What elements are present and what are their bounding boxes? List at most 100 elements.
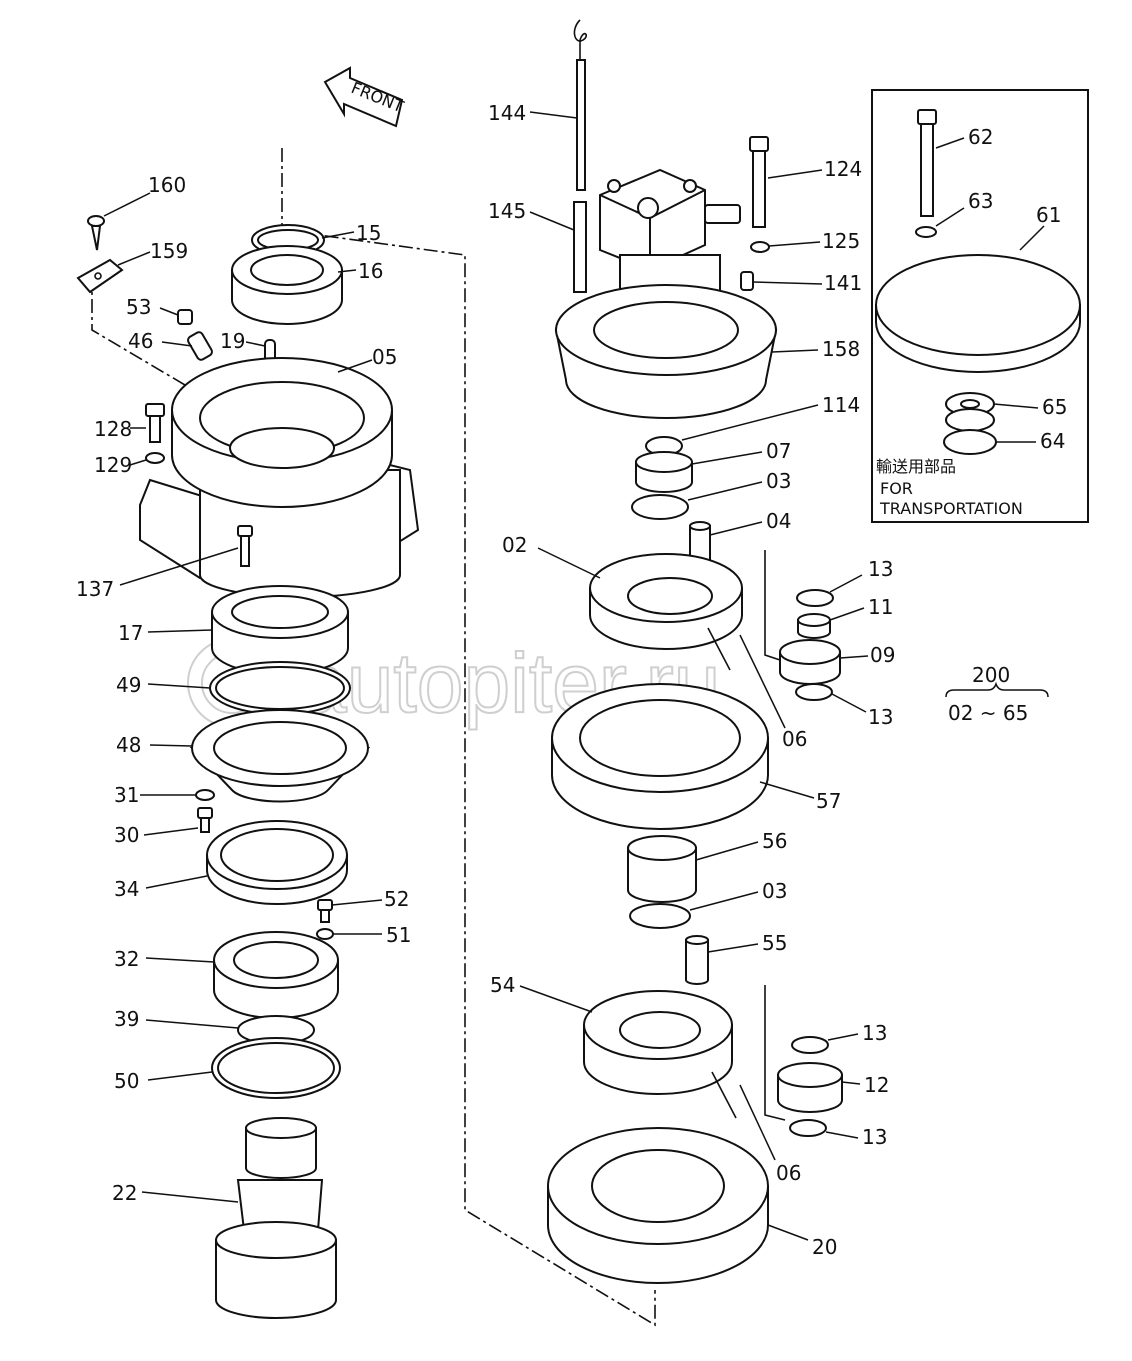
guide-lines [91,148,786,1327]
label-61: 61 [1036,203,1061,227]
label-34: 34 [114,877,139,901]
label-64: 64 [1040,429,1065,453]
part-bolt-124 [749,136,823,228]
label-114: 114 [822,393,860,417]
front-arrow: FRONT [323,66,407,128]
label-20: 20 [812,1235,837,1259]
part-bearing-17 [147,585,349,675]
part-gear-07 [635,451,763,493]
part-o-ring-49 [147,661,351,715]
part-plug-53 [159,307,193,325]
part-plate-03a [631,481,763,520]
label-30: 30 [114,823,139,847]
label-159: 159 [150,239,188,263]
label-11: 11 [868,595,893,619]
label-03a: 03 [766,469,791,493]
label-137: 137 [76,577,114,601]
label-48: 48 [116,733,141,757]
part-plate-03b [629,891,759,929]
part-washer-64 [943,429,1036,455]
part-cover-48 [149,709,371,803]
part-snap-ring-114 [645,404,819,456]
part-bolt-52 [317,899,383,923]
part-bearing-16 [231,245,357,325]
label-15: 15 [356,221,381,245]
part-o-ring-39 [145,1015,315,1045]
label-65: 65 [1042,395,1067,419]
label-06a: 06 [782,727,807,751]
label-46: 46 [128,329,153,353]
part-plate-159 [76,251,151,294]
label-03b: 03 [762,879,787,903]
label-31: 31 [114,783,139,807]
label-129: 129 [94,453,132,477]
label-09: 09 [870,643,895,667]
label-57: 57 [816,789,841,813]
part-pipe-145 [529,201,587,293]
label-50: 50 [114,1069,139,1093]
part-gear-12 [777,1062,861,1113]
label-160: 160 [148,173,186,197]
label-39: 39 [114,1007,139,1031]
label-04: 04 [766,509,791,533]
label-49: 49 [116,673,141,697]
part-washer-13d [789,1119,859,1139]
transport-title-ja: 輸送用部品 [876,457,956,476]
label-128: 128 [94,417,132,441]
part-cover-61 [875,225,1081,373]
part-washer-63 [915,207,965,238]
label-158: 158 [822,337,860,361]
part-pin-06a [707,627,786,729]
label-63: 63 [968,189,993,213]
part-seal-34 [145,820,348,905]
part-bearing-11 [797,607,865,639]
part-pin-55 [685,935,759,985]
label-53: 53 [126,295,151,319]
part-washer-13c [791,1033,859,1054]
part-washer-13a [796,574,863,607]
label-13a: 13 [868,557,893,581]
part-bolt-137 [119,525,253,586]
label-16: 16 [358,259,383,283]
part-washer-65 [945,392,1039,432]
part-washer-13b [795,683,867,713]
part-gear-56 [627,835,759,903]
part-plug-141 [740,271,823,291]
assembly-callout: 200 02 ~ 65 [945,663,1049,725]
part-elbow-46 [161,331,213,361]
label-12: 12 [864,1073,889,1097]
label-19: 19 [220,329,245,353]
label-22: 22 [112,1181,137,1205]
part-shaft-22 [141,1117,337,1319]
label-32: 32 [114,947,139,971]
part-gear-09 [779,639,869,685]
part-ring-gear-20 [547,1127,809,1284]
label-06b: 06 [776,1161,801,1185]
transport-title-en-2: TRANSPORTATION [879,499,1023,518]
part-dipstick-144 [529,19,587,191]
part-pin-19 [245,339,276,363]
label-56: 56 [762,829,787,853]
label-05: 05 [372,345,397,369]
part-retainer-32 [145,931,339,1019]
label-17: 17 [118,621,143,645]
assembly-number: 200 [972,663,1010,687]
label-141: 141 [824,271,862,295]
label-13b: 13 [868,705,893,729]
transport-title-en-1: FOR [880,479,913,498]
part-ring-50 [147,1037,341,1099]
label-54: 54 [490,973,515,997]
part-pin-06b [711,1071,776,1161]
label-145: 145 [488,199,526,223]
part-housing-05 [139,357,420,598]
part-washer-31 [140,789,215,801]
label-52: 52 [384,887,409,911]
label-144: 144 [488,101,526,125]
label-13d: 13 [862,1125,887,1149]
label-125: 125 [822,229,860,253]
label-62: 62 [968,125,993,149]
label-124: 124 [824,157,862,181]
label-55: 55 [762,931,787,955]
transport-box: 輸送用部品 FOR TRANSPORTATION [871,89,1089,523]
